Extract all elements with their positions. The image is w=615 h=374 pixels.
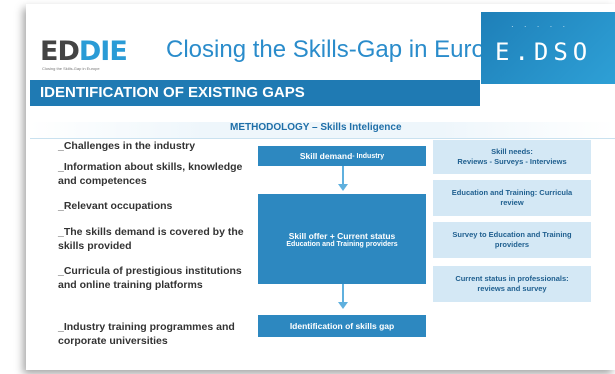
- side-box-line1: Education and Training: Curricula: [451, 188, 573, 197]
- bottom-fade: [26, 354, 615, 370]
- skills-gap-label: Identification of skills gap: [289, 321, 395, 331]
- dots-icon: · · · · ·: [511, 22, 570, 31]
- list-item: _Industry training programmes and corpor…: [58, 321, 235, 347]
- skill-offer-label: Skill offer + Current status: [288, 230, 396, 241]
- side-box-skill-needs: Skill needs: Reviews - Surveys - Intervi…: [433, 140, 591, 174]
- edso-logo-text: E.DSO: [495, 38, 593, 66]
- side-box-line2: providers: [494, 240, 530, 249]
- side-box-line1: Current status in professionals:: [455, 274, 569, 283]
- skill-demand-sub: - Industry: [352, 152, 385, 160]
- slide: EDDIE Closing the Skills-Gap in Europe C…: [26, 4, 615, 370]
- list-item: _Relevant occupations: [58, 200, 173, 212]
- side-box-line1: Skill needs:: [491, 147, 533, 156]
- edso-logo: · · · · · E.DSO: [481, 12, 615, 84]
- logo-di: DI: [78, 36, 110, 67]
- side-box-line2: reviews and survey: [477, 284, 547, 293]
- section-title: IDENTIFICATION OF EXISTING GAPS: [40, 84, 305, 101]
- section-banner: IDENTIFICATION OF EXISTING GAPS: [30, 80, 480, 106]
- list-item: _Challenges in the industry: [58, 140, 196, 152]
- skills-gap-box: Identification of skills gap: [258, 315, 426, 337]
- logo-tagline: Closing the Skills-Gap in Europe: [42, 66, 100, 71]
- skill-demand-label: Skill demand: [299, 151, 353, 161]
- side-box-line2: Reviews - Surveys - Interviews: [457, 157, 567, 166]
- methodology-label: METHODOLOGY – Skills Inteligence: [230, 122, 402, 133]
- skill-demand-box: Skill demand - Industry: [258, 146, 426, 166]
- methodology-bar: [30, 122, 615, 139]
- arrow-line: [342, 284, 344, 304]
- skill-offer-sub: Education and Training providers: [286, 240, 398, 248]
- side-box-line2: review: [500, 198, 524, 207]
- arrow-down-icon: [338, 184, 348, 191]
- arrow-line: [342, 166, 344, 186]
- side-box-curricula: Education and Training: Curricula review: [433, 180, 591, 216]
- side-box-current-status: Current status in professionals: reviews…: [433, 266, 591, 302]
- logo-ed: ED: [40, 36, 80, 67]
- arrow-down-icon: [338, 302, 348, 309]
- side-box-survey: Survey to Education and Training provide…: [433, 222, 591, 258]
- list-item: _The skills demand is covered by the ski…: [58, 226, 244, 252]
- list-item: _Information about skills, knowledge and…: [58, 161, 243, 187]
- list-item: _Curricula of prestigious institutions a…: [58, 265, 242, 291]
- logo-e: E: [109, 36, 127, 67]
- skill-offer-box: Skill offer + Current status Education a…: [258, 194, 426, 284]
- page-title: Closing the Skills-Gap in Europe: [166, 36, 512, 63]
- side-box-line1: Survey to Education and Training: [452, 230, 572, 239]
